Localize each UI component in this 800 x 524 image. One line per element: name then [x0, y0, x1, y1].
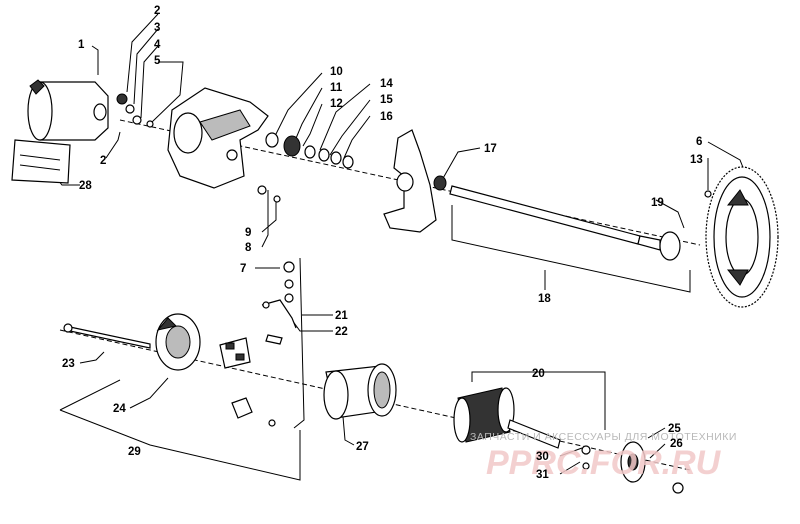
label-2-top: 2 [154, 5, 160, 17]
watermark-tagline: ЗАПЧАСТИ И АКСЕССУАРЫ ДЛЯ МОТОТЕХНИКИ [470, 431, 737, 443]
label-20: 20 [532, 368, 545, 380]
part-label-28 [11, 139, 71, 184]
label-22: 22 [335, 326, 348, 338]
label-19: 19 [651, 197, 664, 209]
callout-labels: 1 2 3 4 5 2 28 10 11 12 14 15 16 9 8 7 1… [62, 5, 703, 481]
label-15: 15 [380, 94, 393, 106]
label-5: 5 [154, 55, 161, 67]
part-gear-assembly-10-16 [265, 132, 354, 169]
part-brush-plate [219, 299, 297, 427]
label-2-bottom: 2 [100, 155, 106, 167]
label-1: 1 [78, 39, 85, 51]
label-29: 29 [128, 446, 141, 458]
label-12: 12 [330, 98, 343, 110]
label-7: 7 [240, 263, 246, 275]
part-mounting-bracket [167, 87, 269, 189]
label-18: 18 [538, 293, 551, 305]
part-armature-20 [453, 387, 561, 449]
label-21: 21 [335, 310, 348, 322]
watermark-logo: PPRC.FOR.RU [486, 444, 722, 482]
label-25: 25 [668, 423, 681, 435]
label-6: 6 [696, 136, 702, 148]
label-16: 16 [380, 111, 393, 123]
label-31: 31 [536, 469, 549, 481]
label-24: 24 [113, 403, 126, 415]
leader-lines [57, 13, 749, 481]
label-9: 9 [245, 227, 251, 239]
part-ring-gear [704, 166, 779, 308]
label-13: 13 [690, 154, 703, 166]
part-side-bracket [383, 129, 437, 233]
label-23: 23 [62, 358, 75, 370]
part-through-bolt [63, 323, 151, 349]
part-small-gears [116, 93, 154, 128]
part-housing-27 [323, 363, 397, 420]
label-28: 28 [79, 180, 92, 192]
watermark: ЗАПЧАСТИ И АКСЕССУАРЫ ДЛЯ МОТОТЕХНИКИ PP… [470, 431, 737, 482]
part-starter-motor [27, 79, 109, 141]
label-27: 27 [356, 441, 369, 453]
part-washers-9-8-7 [257, 185, 295, 303]
label-14: 14 [380, 78, 393, 90]
label-30: 30 [536, 451, 549, 463]
label-11: 11 [330, 82, 343, 94]
label-26: 26 [670, 438, 683, 450]
label-3: 3 [154, 22, 160, 34]
label-8: 8 [245, 242, 252, 254]
part-drive-end-25-26 [581, 441, 684, 494]
label-17: 17 [484, 143, 497, 155]
label-4: 4 [154, 39, 161, 51]
part-end-cover-24 [155, 313, 201, 371]
label-10: 10 [330, 66, 343, 78]
part-shaft-18 [433, 175, 681, 261]
